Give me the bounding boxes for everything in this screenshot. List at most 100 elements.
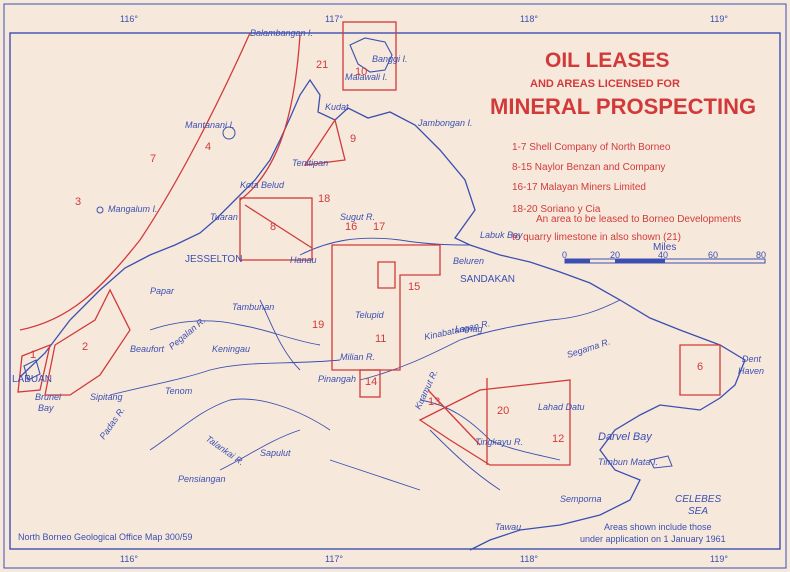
lon-label-119-bottom: 119° bbox=[710, 554, 728, 564]
place-celebes-1: CELEBES bbox=[675, 494, 721, 505]
place-pegalan: Pegalan R. bbox=[167, 315, 208, 351]
place-lahad-datu: Lahad Datu bbox=[538, 402, 585, 412]
lease-number-3: 3 bbox=[75, 196, 81, 208]
place-darvel-bay: Darvel Bay bbox=[598, 431, 653, 443]
lon-label-116-bottom: 116° bbox=[120, 554, 138, 564]
scale-tick-40: 40 bbox=[658, 250, 668, 260]
footer-note-2: under application on 1 January 1961 bbox=[580, 534, 726, 544]
place-segama: Segama R. bbox=[566, 336, 612, 359]
mantanani-island bbox=[222, 126, 236, 140]
place-balambangan: Balambangan I. bbox=[250, 28, 313, 38]
coastline bbox=[19, 78, 746, 551]
lon-label-119-top: 119° bbox=[710, 14, 728, 24]
place-pinangah: Pinangah bbox=[318, 374, 356, 384]
place-keningau: Keningau bbox=[212, 344, 250, 354]
place-papar: Papar bbox=[150, 286, 175, 296]
rivers bbox=[109, 237, 621, 491]
place-beaufort: Beaufort bbox=[130, 344, 165, 354]
lease-number-10: 10 bbox=[355, 66, 367, 78]
title-line-2: AND AREAS LICENSED FOR bbox=[530, 78, 680, 90]
lease-number-17: 17 bbox=[373, 221, 385, 233]
mangalum-island bbox=[96, 206, 104, 214]
place-kudat: Kudat bbox=[325, 102, 349, 112]
place-tawau: Tawau bbox=[495, 522, 521, 532]
place-tuaran: Tuaran bbox=[210, 212, 238, 222]
scale-tick-60: 60 bbox=[708, 250, 718, 260]
lease-number-1: 1 bbox=[30, 349, 36, 361]
labuan-island bbox=[23, 359, 41, 381]
lease-number-19: 19 bbox=[312, 319, 324, 331]
place-celebes-2: SEA bbox=[688, 506, 708, 517]
place-timbun-mata: Timbun Mata I. bbox=[598, 457, 658, 467]
place-labuan: LABUAN bbox=[12, 374, 52, 385]
lease-number-20: 20 bbox=[497, 405, 509, 417]
lease-number-18: 18 bbox=[318, 193, 330, 205]
place-lamag: Lamag bbox=[455, 324, 483, 334]
place-jambongan: Jambongan I. bbox=[417, 118, 473, 128]
legend-item-4: 18-20 Soriano y Cia bbox=[512, 204, 601, 215]
timbun-mata-island bbox=[649, 455, 673, 469]
place-sugut: Sugut R. bbox=[340, 212, 375, 222]
banggi-island bbox=[349, 37, 393, 73]
place-sapulut: Sapulut bbox=[260, 448, 291, 458]
place-padas: Padas R. bbox=[97, 405, 126, 441]
lease-number-14: 14 bbox=[365, 376, 377, 388]
place-pensiangan: Pensiangan bbox=[178, 474, 226, 484]
scale-unit: Miles bbox=[653, 242, 676, 253]
lease-number-4: 4 bbox=[205, 141, 211, 153]
title-line-1: OIL LEASES bbox=[545, 49, 669, 72]
lon-label-116-top: 116° bbox=[120, 14, 138, 24]
place-semporna: Semporna bbox=[560, 494, 602, 504]
lon-label-118-top: 118° bbox=[520, 14, 538, 24]
lon-label-117-bottom: 117° bbox=[325, 554, 343, 564]
lease-number-9: 9 bbox=[350, 133, 356, 145]
lease-number-8: 8 bbox=[270, 221, 276, 233]
place-talankai: Talankai R. bbox=[204, 433, 246, 467]
place-kota-belud: Kota Belud bbox=[240, 180, 285, 190]
place-mangalum: Mangalum I. bbox=[108, 204, 158, 214]
footer-note-1: Areas shown include those bbox=[604, 522, 712, 532]
place-telupid: Telupid bbox=[355, 310, 385, 320]
lease-number-7: 7 bbox=[150, 153, 156, 165]
place-jesselton: JESSELTON bbox=[185, 254, 242, 265]
place-milian: Milian R. bbox=[340, 352, 375, 362]
place-tenom: Tenom bbox=[165, 386, 193, 396]
legend-item-2: 8-15 Naylor Benzan and Company bbox=[512, 162, 665, 173]
scale-tick-80: 80 bbox=[756, 250, 766, 260]
place-banggi: Banggi I. bbox=[372, 54, 408, 64]
lease-number-15: 15 bbox=[408, 281, 420, 293]
outer-frame bbox=[3, 3, 787, 569]
legend-item-1: 1-7 Shell Company of North Borneo bbox=[512, 142, 671, 153]
place-malawali: Malawali I. bbox=[345, 72, 388, 82]
place-sandakan: SANDAKAN bbox=[460, 274, 515, 285]
place-brunei-2: Bay bbox=[38, 403, 54, 413]
place-tenitipan: Tenitipan bbox=[292, 158, 328, 168]
lease-number-13: 13 bbox=[428, 396, 440, 408]
lon-label-118-bottom: 118° bbox=[520, 554, 538, 564]
scale-tick-0: 0 bbox=[562, 250, 567, 260]
legend-item-6: to quarry limestone in also shown (21) bbox=[512, 232, 681, 243]
place-hanau: Hanau bbox=[290, 255, 317, 265]
footer-credit: North Borneo Geological Office Map 300/5… bbox=[18, 532, 192, 542]
place-brunei-1: Brunei bbox=[35, 392, 62, 402]
lon-label-117-top: 117° bbox=[325, 14, 343, 24]
lease-number-11: 11 bbox=[375, 333, 386, 345]
scale-bar bbox=[564, 258, 766, 264]
place-tingkayu: Tingkayu R. bbox=[475, 437, 523, 447]
lease-number-2: 2 bbox=[82, 341, 88, 353]
legend-item-5: An area to be leased to Borneo Developme… bbox=[536, 214, 741, 225]
inner-frame bbox=[9, 32, 781, 550]
title-line-3: MINERAL PROSPECTING bbox=[490, 94, 756, 119]
place-mantanani: Mantanani I. bbox=[185, 120, 235, 130]
place-sipitang: Sipitang bbox=[90, 392, 123, 402]
scale-tick-20: 20 bbox=[610, 250, 620, 260]
place-dent-1: Dent bbox=[742, 354, 762, 364]
lease-number-6: 6 bbox=[697, 361, 703, 373]
lease-number-12: 12 bbox=[552, 433, 564, 445]
lease-number-21: 21 bbox=[316, 59, 328, 71]
place-labuk-bay: Labuk Bay bbox=[480, 230, 523, 240]
lease-boundaries bbox=[17, 21, 721, 466]
legend-item-3: 16-17 Malayan Miners Limited bbox=[512, 182, 646, 193]
